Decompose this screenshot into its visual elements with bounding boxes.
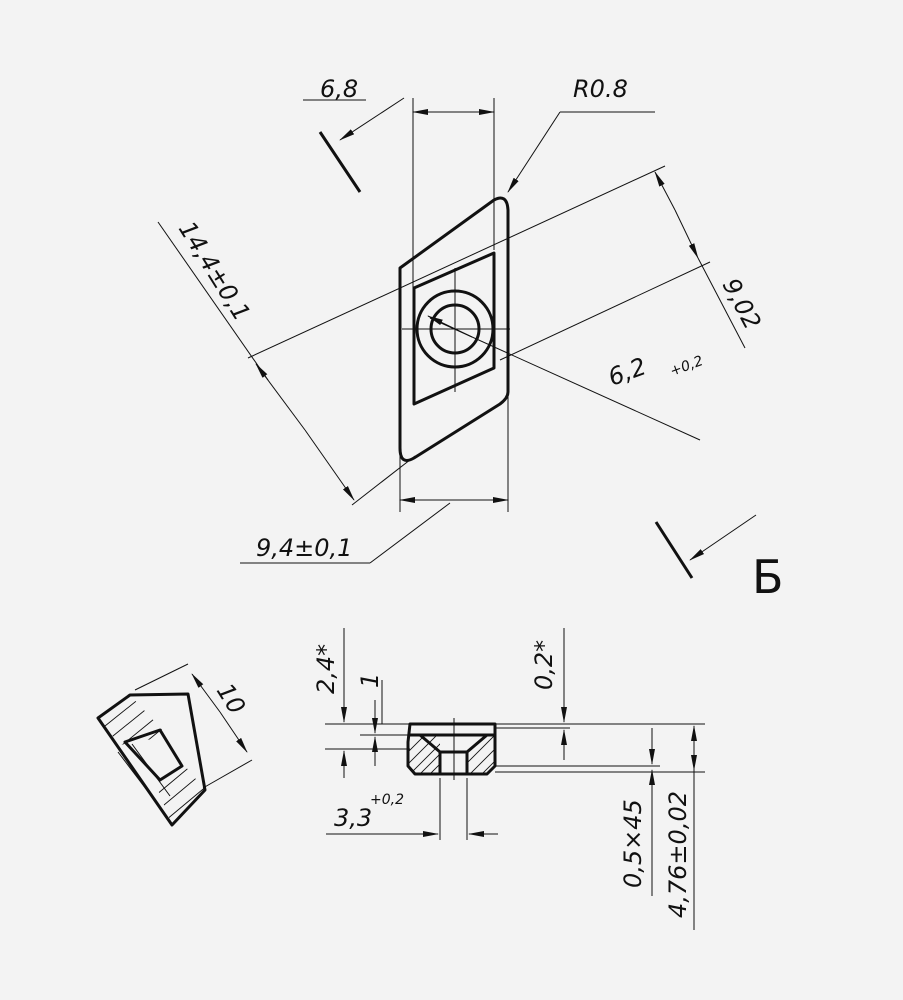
dim-edge-chamfer: 0,5×45 [619, 799, 647, 888]
section-mark-top [318, 131, 362, 193]
inner-facet [412, 251, 496, 406]
dim-hole-diameter: 6,2 [604, 352, 649, 391]
dim-width-top: 6,8 [320, 75, 358, 103]
top-view-dimensions [157, 97, 746, 564]
dim-hole-diameter-tol: +0,2 [668, 353, 706, 380]
dim-width-bottom: 9,4±0,1 [256, 534, 352, 562]
dim-diagonal: 9,02 [717, 274, 767, 334]
dim-bore-diameter-tol: +0,2 [370, 792, 404, 808]
insert-outline [398, 196, 510, 462]
dimension-labels: 6,8 R0.8 14,4±0,1 9,02 6,2 +0,2 9,4±0,1 … [173, 75, 767, 918]
dim-thickness: 4,76±0,02 [664, 791, 692, 918]
section-marks: Б [318, 131, 784, 604]
dim-bore-diameter: 3,3 [334, 804, 372, 832]
dim-chamfer-depth: 2,4* [312, 644, 340, 694]
side-section-dimensions [325, 628, 705, 930]
dim-corner-radius: R0.8 [573, 75, 628, 103]
section-mark-bottom [654, 521, 694, 579]
dim-section-width: 10 [211, 678, 251, 719]
dim-length: 14,4±0,1 [173, 216, 256, 326]
dim-land-depth: 1 [356, 673, 384, 688]
dim-land-offset: 0,2* [530, 640, 558, 690]
side-section [406, 718, 497, 780]
view-label: Б [752, 550, 784, 604]
